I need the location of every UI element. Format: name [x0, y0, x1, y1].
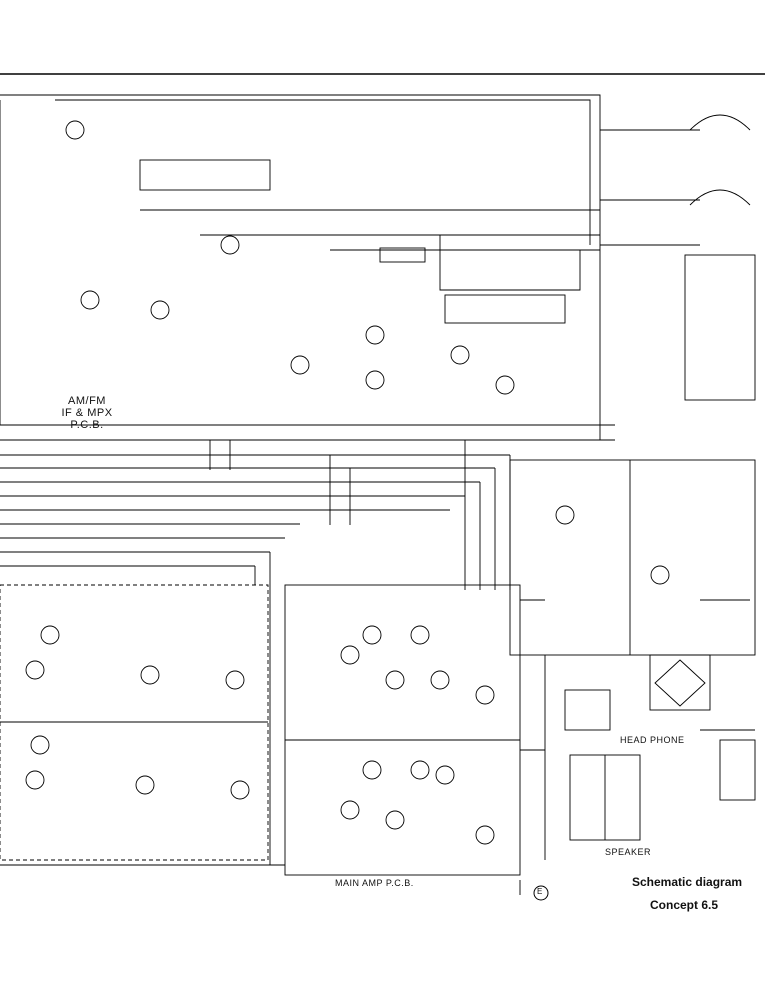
amfm-pcb-label-line1: AM/FM	[68, 395, 106, 407]
amfm-pcb-label-line2: IF & MPX	[61, 407, 113, 419]
speaker-label: SPEAKER	[605, 847, 652, 857]
wiring-traces	[0, 94, 756, 895]
caption-model: Concept 6.5	[650, 898, 719, 912]
transistor-symbols	[25, 120, 670, 845]
amfm-pcb-label-line3: P.C.B.	[70, 419, 104, 431]
amfm-pcb-label: AM/FM IF & MPX P.C.B.	[52, 395, 122, 431]
marker-e-label: E	[537, 887, 543, 896]
head-phone-label: HEAD PHONE	[620, 735, 685, 745]
main-amp-pcb-label: MAIN AMP P.C.B.	[335, 878, 414, 888]
marker-e-circle	[533, 885, 549, 901]
caption-title: Schematic diagram	[632, 875, 743, 889]
